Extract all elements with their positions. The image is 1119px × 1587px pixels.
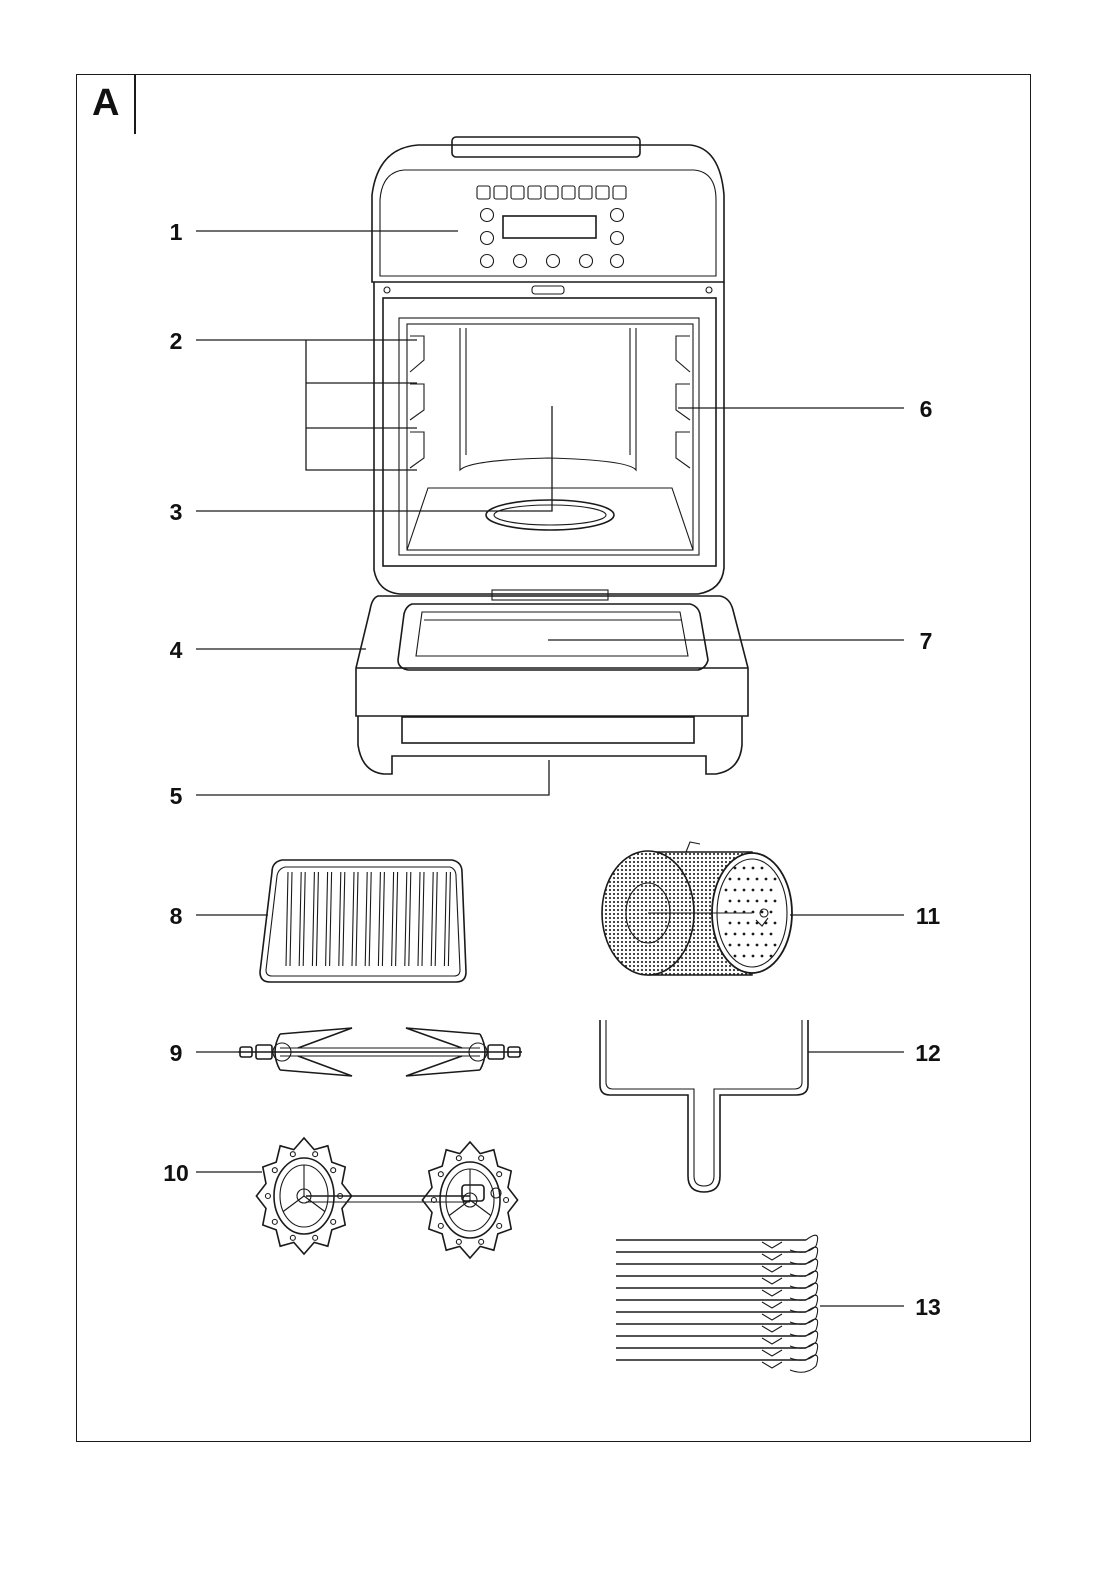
callout-10: 10 [163, 1160, 189, 1186]
door-window [398, 604, 708, 670]
lifting-handle [600, 1020, 808, 1192]
rotisserie-wheels [256, 1138, 517, 1258]
callout-3: 3 [170, 499, 183, 525]
callout-6: 6 [920, 396, 933, 422]
display-screen [503, 216, 596, 238]
callout-9: 9 [170, 1040, 183, 1066]
callout-1: 1 [170, 219, 183, 245]
base-drip-tray [358, 716, 742, 774]
callout-4: 4 [170, 637, 183, 663]
oven-door [356, 590, 748, 716]
callout-8: 8 [170, 903, 183, 929]
preset-buttons [477, 186, 626, 199]
callout-11: 11 [916, 903, 941, 929]
callout-13: 13 [915, 1294, 941, 1320]
drip-tray [402, 717, 694, 743]
callout-labels: 1 2 3 4 5 6 7 8 9 10 11 12 13 [163, 219, 941, 1320]
rotating-basket [602, 842, 792, 975]
rack-slots-right [676, 336, 690, 468]
control-panel [477, 186, 626, 268]
callout-7: 7 [920, 628, 933, 654]
callout-12: 12 [915, 1040, 941, 1066]
leader-lines [196, 231, 904, 1306]
callout-5: 5 [170, 783, 183, 809]
rack-slots-left [410, 336, 424, 468]
rotisserie-spit [238, 1028, 522, 1076]
wire-rack [260, 860, 466, 982]
oven-cavity [407, 328, 693, 550]
skewers [616, 1235, 818, 1372]
callout-2: 2 [170, 328, 183, 354]
